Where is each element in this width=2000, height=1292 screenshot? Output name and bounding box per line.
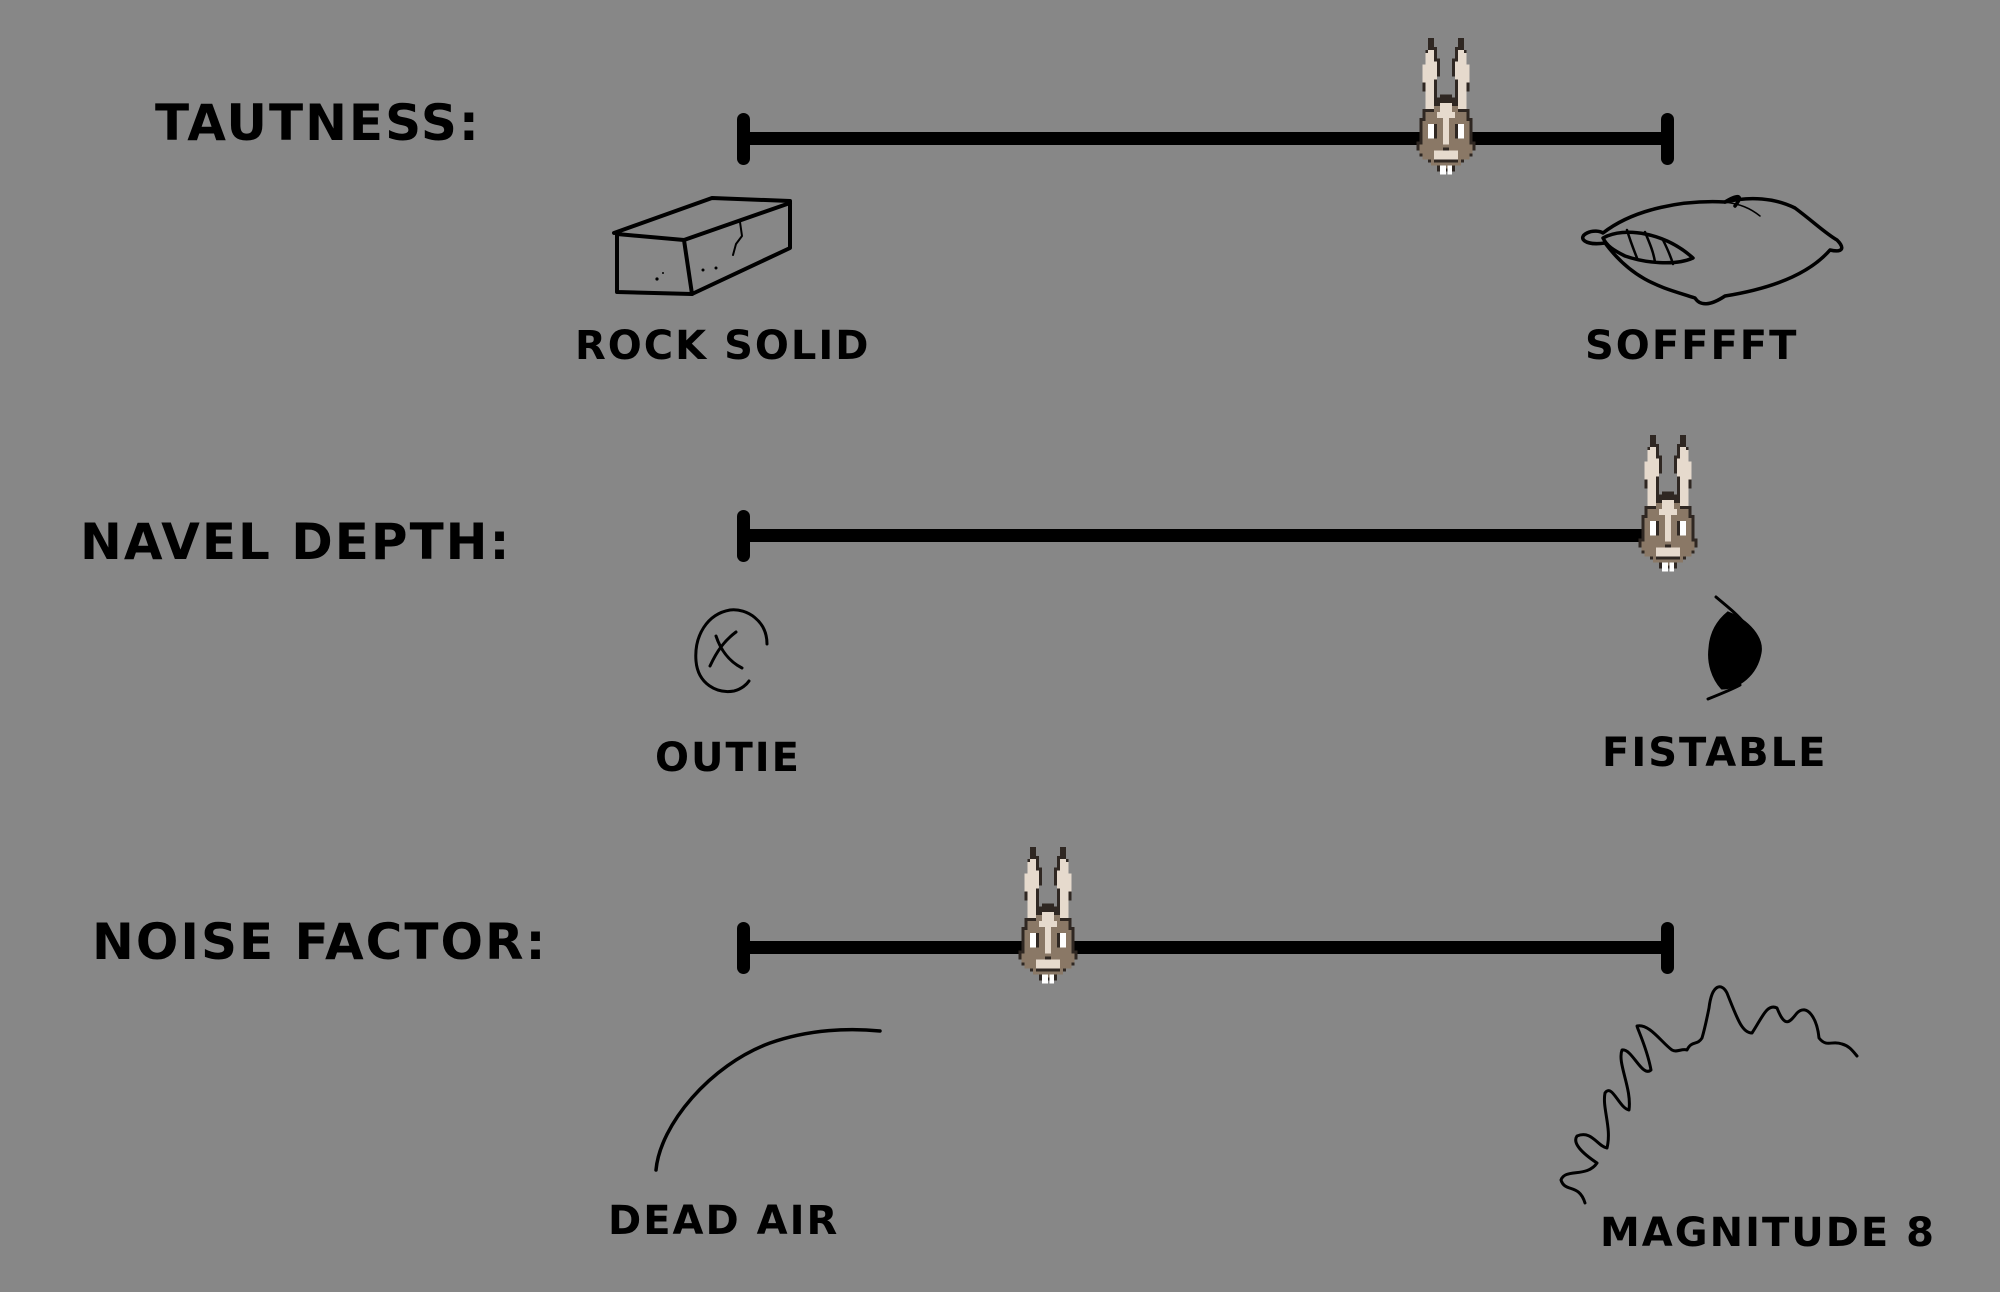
- navel-depth-min-label: OUTIE: [655, 735, 801, 781]
- slider-max-cap: [1661, 113, 1674, 165]
- jagged-noise-icon: [1557, 978, 1859, 1208]
- navel-depth-max-label: FISTABLE: [1602, 730, 1828, 776]
- tautness-heading: TAUTNESS:: [155, 94, 481, 152]
- navel-depth-slider[interactable]: [737, 435, 1698, 572]
- tautness-min-label: ROCK SOLID: [575, 323, 871, 369]
- tautness-max-label: SOFFFFT: [1585, 323, 1799, 369]
- outie-navel-icon: [692, 606, 772, 696]
- bunny-head-icon[interactable]: [1404, 38, 1488, 198]
- slider-max-cap: [1661, 922, 1674, 974]
- noise-factor-slider[interactable]: [737, 847, 1674, 984]
- noise-factor-heading: NOISE FACTOR:: [92, 913, 548, 971]
- slider-track[interactable]: [743, 941, 1668, 954]
- noise-factor-max-label: MAGNITUDE 8: [1600, 1210, 1937, 1256]
- deep-navel-icon: [1706, 593, 1768, 703]
- smooth-curve-icon: [650, 1025, 885, 1173]
- pillow-icon: [1575, 188, 1847, 313]
- navel-depth-heading: NAVEL DEPTH:: [80, 513, 512, 571]
- tautness-slider[interactable]: [737, 38, 1674, 175]
- bunny-head-icon[interactable]: [1626, 435, 1710, 595]
- bunny-head-icon[interactable]: [1006, 847, 1090, 1007]
- brick-icon: [612, 196, 792, 296]
- noise-factor-min-label: DEAD AIR: [608, 1198, 840, 1244]
- slider-track[interactable]: [743, 529, 1668, 542]
- slider-track[interactable]: [743, 132, 1668, 145]
